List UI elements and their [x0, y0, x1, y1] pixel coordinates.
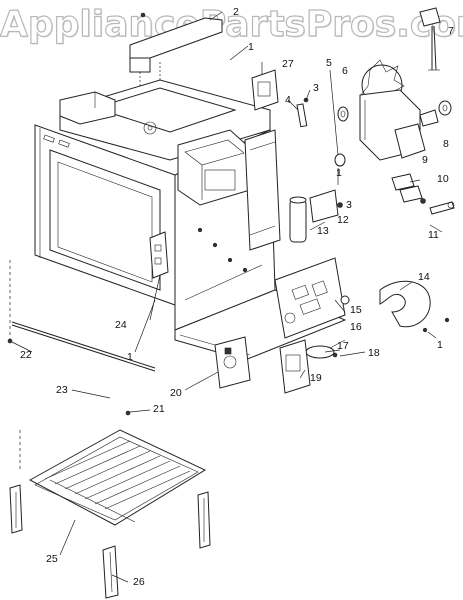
part-5-6-fasteners [329, 69, 349, 167]
part-24-hinge [149, 231, 169, 279]
magnetron-frame [244, 129, 281, 251]
callout-1: 1 [248, 41, 254, 53]
callout-13: 13 [317, 225, 329, 237]
part-20-door-switch [214, 336, 251, 389]
part-15-control-board [274, 257, 350, 339]
callout-19: 19 [310, 372, 322, 384]
callout-12: 12 [337, 214, 349, 226]
part-4-3-screws [296, 97, 309, 128]
callout-2: 2 [233, 6, 239, 18]
leader-lines [11, 11, 443, 583]
callout-22: 22 [20, 349, 32, 361]
part-16-19-switch-relay [279, 339, 338, 394]
callout-15: 15 [350, 304, 362, 316]
callout-27: 27 [282, 58, 294, 70]
callout-18: 18 [368, 347, 380, 359]
part-14-fan-duct [379, 280, 450, 333]
callout-3-mid: 3 [346, 199, 352, 211]
blower-fan-assembly [359, 59, 426, 161]
callout-1-mid: 1 [336, 167, 342, 179]
callout-6: 6 [342, 65, 348, 77]
part-21-23-door-rod [7, 260, 156, 470]
callout-24: 24 [115, 319, 127, 331]
callout-23: 23 [56, 384, 68, 396]
callout-26: 26 [133, 576, 145, 588]
callout-9: 9 [422, 154, 428, 166]
part-8-fuse-holder [419, 100, 452, 127]
callout-11: 11 [428, 229, 439, 241]
callout-labels: 1 2 27 4 3 5 6 7 8 9 10 11 1 12 3 13 14 … [20, 6, 454, 588]
callout-14: 14 [418, 271, 430, 283]
rack-side-supports [9, 484, 211, 599]
front-frame [34, 124, 176, 306]
callout-4: 4 [285, 94, 291, 106]
callout-7: 7 [448, 25, 454, 37]
callout-8: 8 [443, 138, 449, 150]
callout-3: 3 [313, 82, 319, 94]
part-10-11-thermal [420, 198, 455, 215]
part-9-switch-blocks [391, 173, 423, 203]
callout-16: 16 [350, 321, 362, 333]
callout-20: 20 [170, 387, 182, 399]
callout-17: 17 [337, 340, 349, 352]
callout-21: 21 [153, 403, 165, 415]
callout-10: 10 [437, 173, 449, 185]
part-2-top-bracket [129, 12, 223, 95]
callout-5: 5 [326, 57, 332, 69]
part-7-power-cord [419, 7, 441, 71]
part-27-bracket [251, 69, 279, 111]
part-13-capacitor [289, 189, 343, 243]
callout-1-left: 1 [127, 351, 133, 363]
callout-1-right: 1 [437, 339, 443, 351]
callout-25: 25 [46, 553, 58, 565]
part-25-oven-rack [28, 429, 207, 526]
